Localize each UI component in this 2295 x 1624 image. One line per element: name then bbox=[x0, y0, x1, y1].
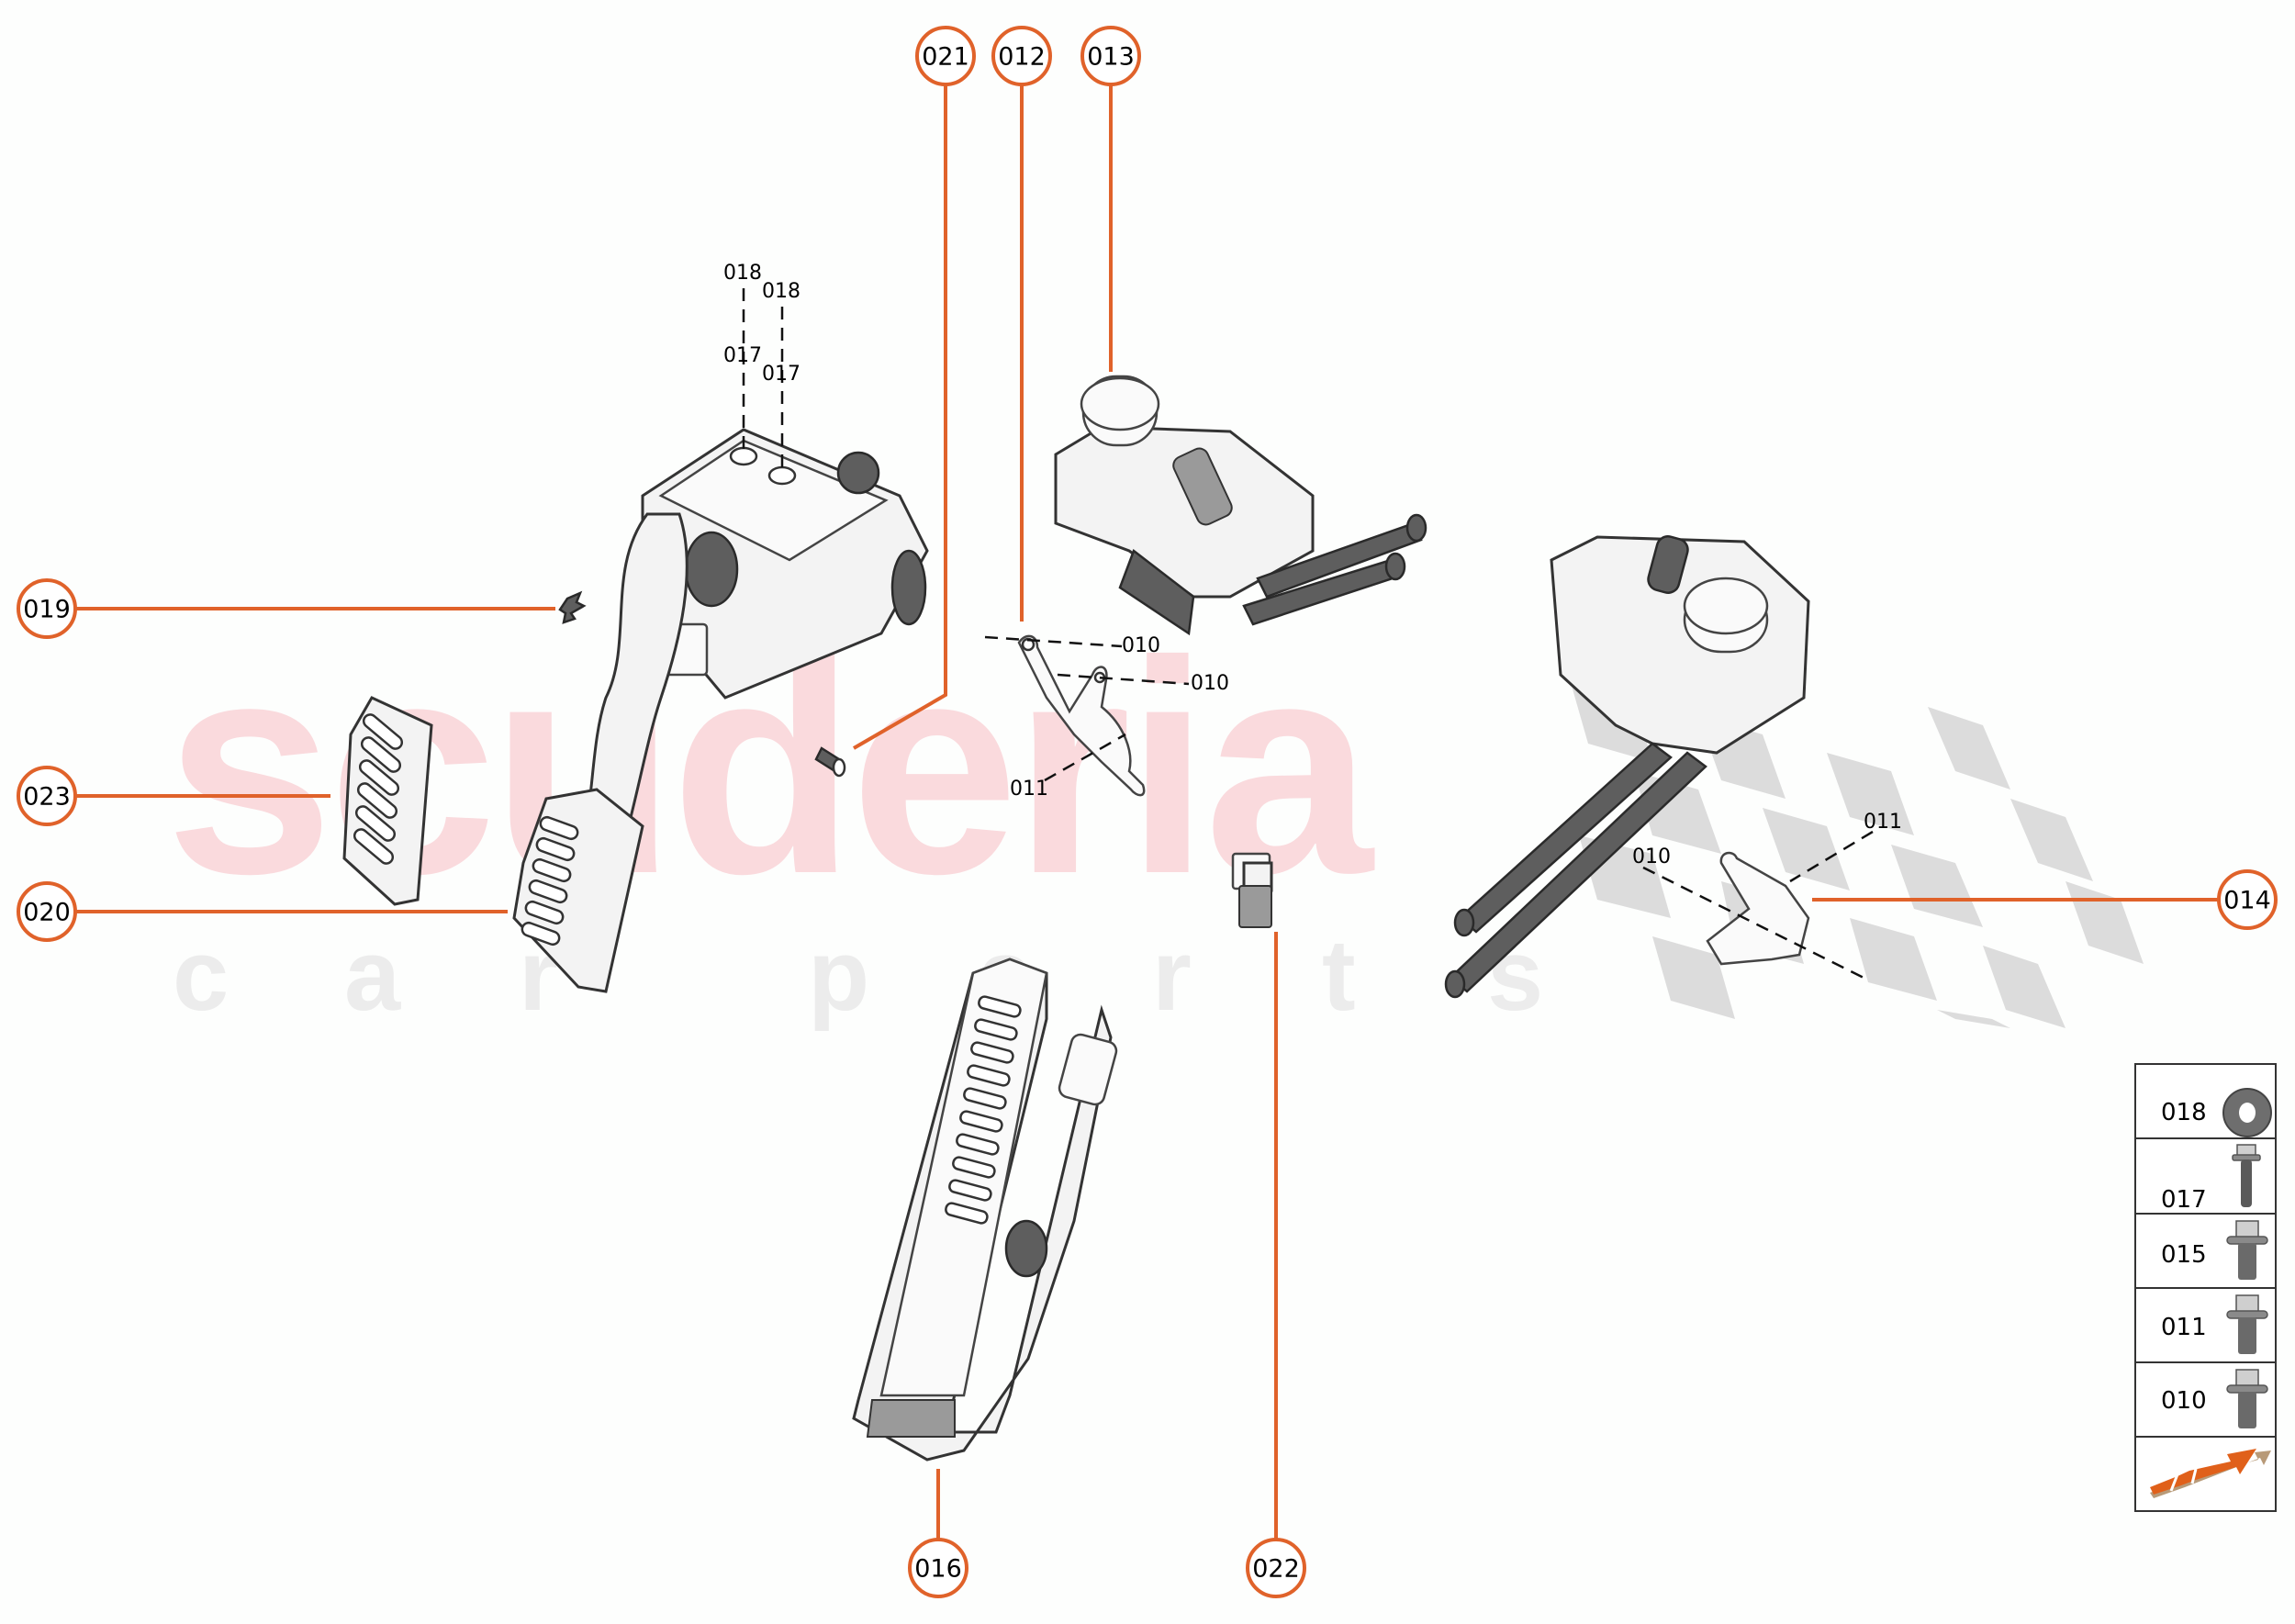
legend-row-017[interactable]: 017 bbox=[2161, 1144, 2261, 1214]
watermark-letter: t bbox=[1322, 919, 1356, 1032]
sub-label-011: 011 bbox=[1010, 778, 1048, 801]
sub-label-011: 011 bbox=[1864, 811, 1902, 834]
callout-022[interactable]: 022 bbox=[1246, 1538, 1306, 1598]
callout-label: 020 bbox=[23, 899, 71, 927]
legend-row-018[interactable]: 018 bbox=[2161, 1088, 2272, 1137]
bracket-012-fastener-labels: 010 010 011 bbox=[1010, 634, 1229, 801]
callout-020[interactable]: 020 bbox=[17, 881, 77, 942]
leader-lines bbox=[75, 84, 2219, 1539]
watermark-letter: p bbox=[808, 919, 869, 1032]
sub-label-010: 010 bbox=[1122, 634, 1160, 657]
watermark-letter: c bbox=[173, 919, 229, 1032]
callout-023[interactable]: 023 bbox=[17, 766, 77, 826]
legend-row-010[interactable]: 010 bbox=[2161, 1369, 2268, 1428]
callout-label: 023 bbox=[23, 783, 71, 812]
watermark-letter: a bbox=[344, 919, 401, 1032]
callout-label: 016 bbox=[914, 1555, 962, 1584]
part-020-clutch-pedal[interactable] bbox=[512, 788, 644, 993]
watermark-letter: r bbox=[1152, 919, 1192, 1032]
callout-label: 013 bbox=[1087, 43, 1135, 72]
legend-code: 017 bbox=[2161, 1186, 2207, 1214]
legend-code: 015 bbox=[2161, 1241, 2207, 1269]
part-012-bracket[interactable] bbox=[1017, 634, 1146, 797]
callout-label: 012 bbox=[998, 43, 1046, 72]
callout-label: 014 bbox=[2223, 887, 2271, 915]
callout-label: 019 bbox=[23, 596, 71, 624]
sub-label-010: 010 bbox=[1191, 672, 1229, 695]
flange-bolt-icon bbox=[2226, 1369, 2268, 1428]
sub-label-010: 010 bbox=[1632, 846, 1671, 868]
flange-bolt-icon bbox=[2226, 1220, 2268, 1280]
part-022-switch[interactable] bbox=[1231, 852, 1273, 928]
part-014-reservoir-assembly[interactable] bbox=[1444, 534, 1810, 999]
bracket-014-fastener-labels: 010 011 bbox=[1632, 811, 1902, 868]
callout-016[interactable]: 016 bbox=[908, 1538, 968, 1598]
part-016-accelerator-pedal[interactable] bbox=[852, 958, 1118, 1462]
callout-013[interactable]: 013 bbox=[1080, 26, 1141, 86]
sub-label-018: 018 bbox=[723, 262, 762, 285]
part-013-reservoir[interactable] bbox=[1054, 375, 1427, 636]
callout-014[interactable]: 014 bbox=[2217, 869, 2278, 930]
legend-code: 011 bbox=[2161, 1314, 2207, 1341]
callout-019[interactable]: 019 bbox=[17, 578, 77, 639]
callout-021[interactable]: 021 bbox=[915, 26, 976, 86]
long-bolt-icon bbox=[2232, 1144, 2261, 1207]
legend-code: 018 bbox=[2161, 1099, 2207, 1126]
legend-row-015[interactable]: 015 bbox=[2161, 1220, 2268, 1280]
legend-row-011[interactable]: 011 bbox=[2161, 1294, 2268, 1354]
sub-label-018: 018 bbox=[762, 280, 800, 303]
sub-label-017: 017 bbox=[762, 363, 800, 386]
sub-label-017: 017 bbox=[723, 344, 762, 367]
fastener-legend: 018 017 015 011 bbox=[2134, 1063, 2277, 1512]
part-019-clip[interactable] bbox=[558, 590, 587, 624]
part-023-pedal-pad[interactable] bbox=[342, 696, 433, 906]
legend-code: 010 bbox=[2161, 1387, 2207, 1415]
callout-label: 021 bbox=[922, 43, 969, 72]
reference-dashed-lines bbox=[742, 288, 1874, 980]
part-021-pin[interactable] bbox=[814, 746, 846, 778]
flange-bolt-icon bbox=[2226, 1294, 2268, 1354]
washer-icon bbox=[2222, 1088, 2272, 1137]
forward-arrow-icon[interactable] bbox=[2150, 1449, 2271, 1498]
callout-012[interactable]: 012 bbox=[991, 26, 1052, 86]
pedal-box-fastener-labels: 018 018 017 017 bbox=[723, 262, 800, 386]
callout-label: 022 bbox=[1252, 1555, 1300, 1584]
